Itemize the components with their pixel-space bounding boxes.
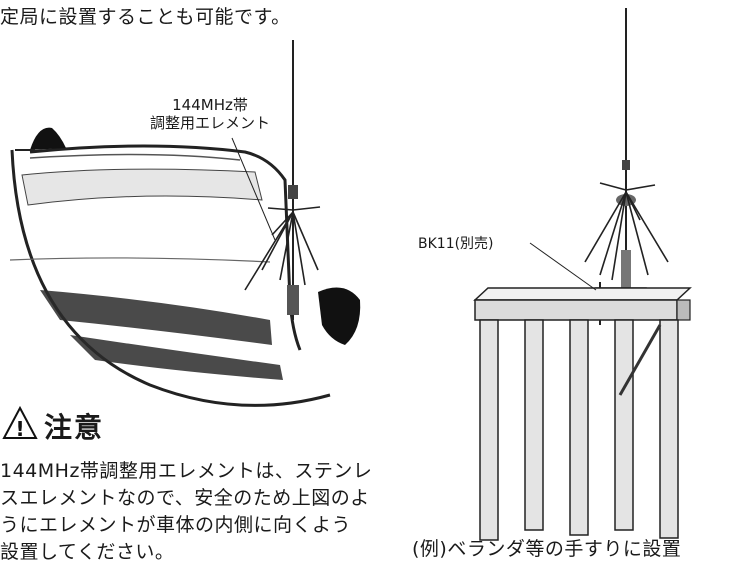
warning-icon: ! <box>2 405 38 441</box>
bk11-label: BK11(別売) <box>418 236 494 252</box>
element-label-line2: 調整用エレメント <box>150 114 271 132</box>
svg-text:!: ! <box>15 417 24 441</box>
element-label-line1: 144MHz帯 <box>172 96 248 114</box>
intro-text: 定局に設置することも可能です。 <box>0 6 291 28</box>
element-label: 144MHz帯 調整用エレメント <box>150 96 270 132</box>
caution-line-2: スエレメントなので、安全のため上図のよ <box>0 487 370 509</box>
caution-line-4: 設置してください。 <box>0 541 175 563</box>
railing-caption: (例)ベランダ等の手すりに設置 <box>412 538 682 560</box>
caution-line-3: うにエレメントが車体の内側に向くよう <box>0 514 352 536</box>
caution-title: 注意 <box>44 411 105 444</box>
caution-line-1: 144MHz帯調整用エレメントは、ステンレ <box>0 460 373 482</box>
caution-body: 144MHz帯調整用エレメントは、ステンレ スエレメントなので、安全のため上図の… <box>0 458 395 566</box>
caution-heading: 注意 <box>44 406 104 446</box>
